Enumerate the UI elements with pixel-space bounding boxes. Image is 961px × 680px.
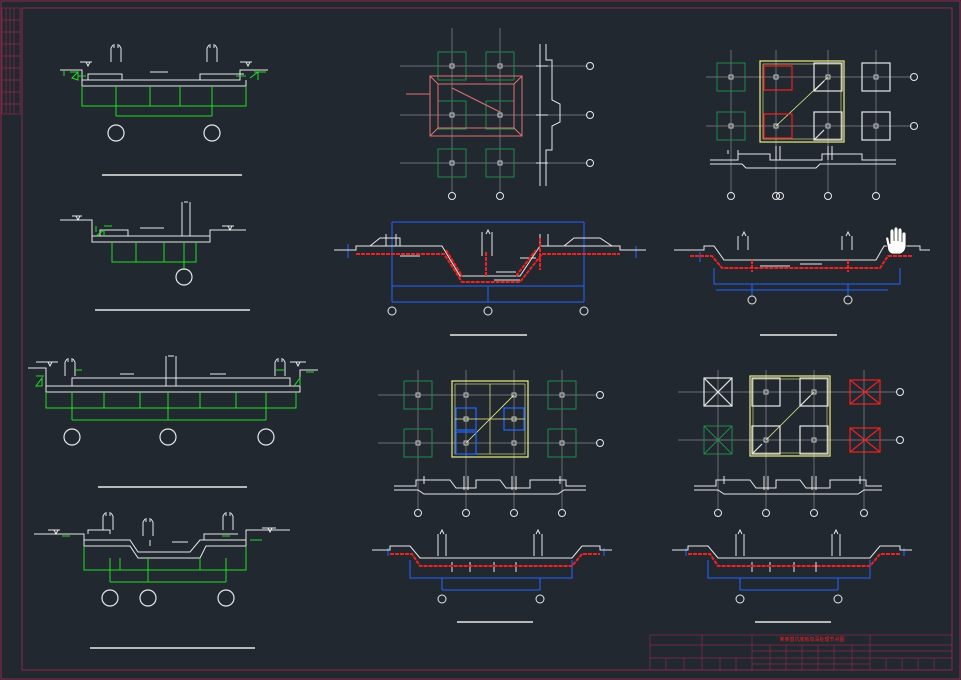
title-block — [649, 634, 953, 671]
title-block-title: 某某基坑底板加深处理节点图 — [779, 636, 844, 643]
section-detail-2 — [674, 226, 930, 336]
section-detail-4 — [672, 528, 912, 623]
plan-detail-2 — [706, 50, 918, 200]
section-detail-b — [60, 201, 250, 311]
section-detail-d — [34, 511, 290, 649]
pan-hand-cursor-icon — [885, 226, 907, 255]
plan-detail-1 — [400, 28, 594, 200]
drawing-inner-border — [21, 7, 953, 671]
plan-detail-3 — [378, 370, 604, 517]
revision-strip — [1, 7, 21, 115]
section-detail-3 — [372, 528, 612, 623]
section-detail-c — [28, 355, 318, 488]
section-detail-1 — [334, 221, 646, 336]
plan-detail-4 — [678, 370, 904, 517]
section-detail-a — [60, 43, 268, 176]
